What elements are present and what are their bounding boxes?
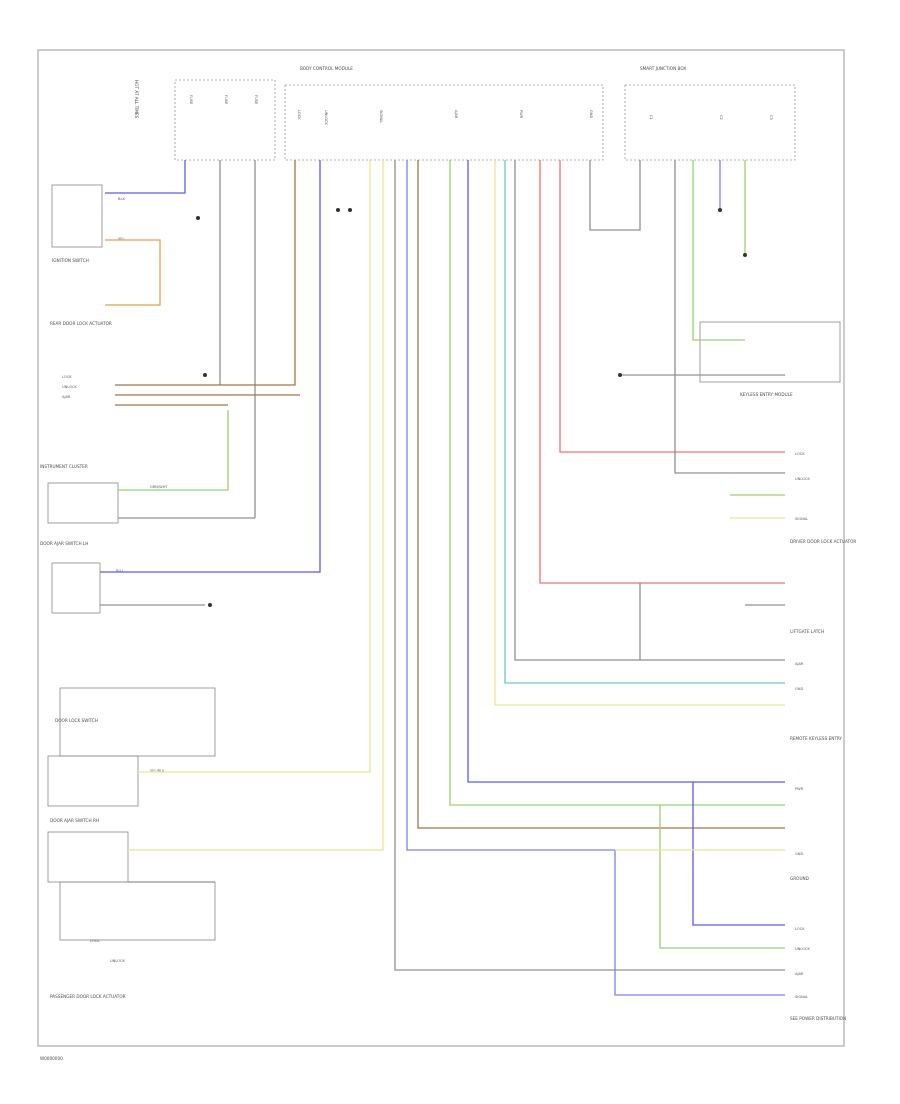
right-label-5: GND <box>795 687 803 691</box>
sjb-title: SMART JUNCTION BOX <box>640 66 686 71</box>
right-label-1: LOCK <box>795 452 805 456</box>
door-lock-sw-label: DOOR LOCK SWITCH <box>55 718 98 723</box>
wire-teal-liftgate <box>504 160 785 684</box>
ground-dot-4 <box>618 373 622 377</box>
see-power-label: SEE POWER DISTRIBUTION <box>790 1016 846 1021</box>
bcm-connector-block: BODY CONTROL MODULE LOCK UNLOCK SIGNAL A… <box>284 66 604 161</box>
fuse-block-left: HOT AT ALL TIMES FUSE FUSE FUSE <box>134 79 276 161</box>
wire-blue-ajar <box>100 160 321 573</box>
right-label-6: PWR <box>795 787 804 791</box>
rear-lock-pin-lock: LOCK <box>62 375 72 379</box>
right-label-3: SIGNAL <box>795 517 808 521</box>
right-label-2: UNLOCK <box>795 477 811 481</box>
ignition-switch-label: IGNITION SWITCH <box>52 258 89 263</box>
ground-dot-7 <box>718 208 722 212</box>
diagram-frame <box>37 49 845 1047</box>
ground-dot-3 <box>208 603 212 607</box>
wire-gray-keyless <box>674 160 785 474</box>
fuse-label-2: FUSE <box>224 95 228 105</box>
door-ajar-lh-box: DOOR AJAR SWITCH LH BLU <box>40 541 123 614</box>
ignition-pin-blk: BLK <box>118 197 125 201</box>
keyless-module-box: KEYLESS ENTRY MODULE <box>699 321 841 397</box>
rear-lock-pin-ajar: AJAR <box>62 395 71 399</box>
right-label-9: UNLOCK <box>795 947 811 951</box>
sjb-pin-1: C1 <box>649 115 653 120</box>
fuse-block-left-title: HOT AT ALL TIMES <box>134 80 139 119</box>
passenger-pin-unlock: UNLOCK <box>110 959 126 963</box>
right-label-7: GND <box>795 852 803 856</box>
wire-violet-long <box>406 160 785 996</box>
wire-green-keyless <box>692 160 745 341</box>
instrument-cluster-label: INSTRUMENT CLUSTER <box>40 464 88 469</box>
fuse-label-3: FUSE <box>254 95 258 105</box>
right-label-10: AJAR <box>795 972 804 976</box>
remote-label: REMOTE KEYLESS ENTRY <box>790 736 843 741</box>
sjb-connector-block: SMART JUNCTION BOX C1 C2 C3 <box>624 66 796 161</box>
rear-lock-pin-unlock: UNLOCK <box>62 385 78 389</box>
wire-brown-1 <box>115 160 296 386</box>
right-label-4: AJAR <box>795 662 804 666</box>
door-ajar-rh-box: DOOR AJAR SWITCH RH <box>47 818 129 883</box>
driver-door-label: DRIVER DOOR LOCK ACTUATOR <box>790 539 856 544</box>
ground-dot-2 <box>203 373 207 377</box>
ground-dot-1 <box>196 216 200 220</box>
passenger-pin-lock: LOCK <box>90 939 100 943</box>
door-ajar-lh-label: DOOR AJAR SWITCH LH <box>40 541 88 546</box>
right-labels: LOCK UNLOCK SIGNAL DRIVER DOOR LOCK ACTU… <box>790 452 856 1021</box>
wire-brown-long <box>417 160 785 829</box>
fuse-label-1: FUSE <box>189 95 193 105</box>
wire-yellow-2 <box>128 160 384 851</box>
wire-red-2 <box>539 160 785 584</box>
instrument-cluster-box: INSTRUMENT CLUSTER GRN/WHT <box>40 464 168 524</box>
bcm-pin-lock: LOCK <box>297 110 301 120</box>
sjb-pin-3: C3 <box>769 115 773 120</box>
footer-code: W0000000 <box>40 1056 63 1061</box>
ground-dot-6 <box>348 208 352 212</box>
door-lock-sw-wire: YEL/BLK <box>150 769 165 773</box>
bcm-pin-unlock: UNLOCK <box>324 110 328 126</box>
bcm-title: BODY CONTROL MODULE <box>300 66 353 71</box>
door-lock-switch-group: DOOR LOCK SWITCH YEL/BLK <box>47 687 216 807</box>
bcm-pin-pwr: PWR <box>519 110 523 119</box>
wire-gray-long <box>394 160 785 971</box>
wire-green-branch <box>659 805 785 949</box>
wire-green-ic <box>118 410 229 491</box>
ignition-pin-org: YEL <box>118 237 124 241</box>
wire-yellow-1 <box>138 160 371 773</box>
passenger-door-label: PASSENGER DOOR LOCK ACTUATOR <box>50 994 126 999</box>
rear-door-lock-label: REAR DOOR LOCK ACTUATOR <box>50 321 112 326</box>
right-label-11: SIGNAL <box>795 995 808 999</box>
rear-door-lock-box: REAR DOOR LOCK ACTUATOR LOCK UNLOCK AJAR <box>50 321 112 399</box>
keyless-label: KEYLESS ENTRY MODULE <box>740 392 793 397</box>
wire-gray-liftgate <box>514 160 785 661</box>
wires <box>100 160 785 996</box>
wire-red-1 <box>559 160 785 453</box>
wire-gray-sjb <box>589 160 641 231</box>
passenger-door-group: PASSENGER DOOR LOCK ACTUATOR LOCK UNLOCK <box>50 881 216 999</box>
ground-label: GROUND <box>790 876 809 881</box>
door-ajar-rh-label: DOOR AJAR SWITCH RH <box>50 818 99 823</box>
wire-orange-ign <box>105 239 161 306</box>
door-ajar-lh-wire: BLU <box>116 569 123 573</box>
bcm-pin-ajar: AJAR <box>454 110 458 119</box>
bcm-pin-gnd: GND <box>589 110 593 118</box>
ground-dot-5 <box>336 208 340 212</box>
ignition-switch-box: IGNITION SWITCH BLK YEL <box>51 184 125 263</box>
wire-green-long <box>449 160 785 806</box>
ground-dot-8 <box>743 253 747 257</box>
instrument-cluster-pin: GRN/WHT <box>150 485 168 489</box>
ground-symbols <box>196 208 747 607</box>
liftgate-label: LIFTGATE LATCH <box>790 629 824 634</box>
bcm-pin-signal: SIGNAL <box>379 110 383 123</box>
wire-blue-ign <box>105 160 186 194</box>
sjb-pin-2: C2 <box>719 115 723 120</box>
right-label-8: LOCK <box>795 927 805 931</box>
wire-ygreen-liftgate <box>494 160 785 706</box>
